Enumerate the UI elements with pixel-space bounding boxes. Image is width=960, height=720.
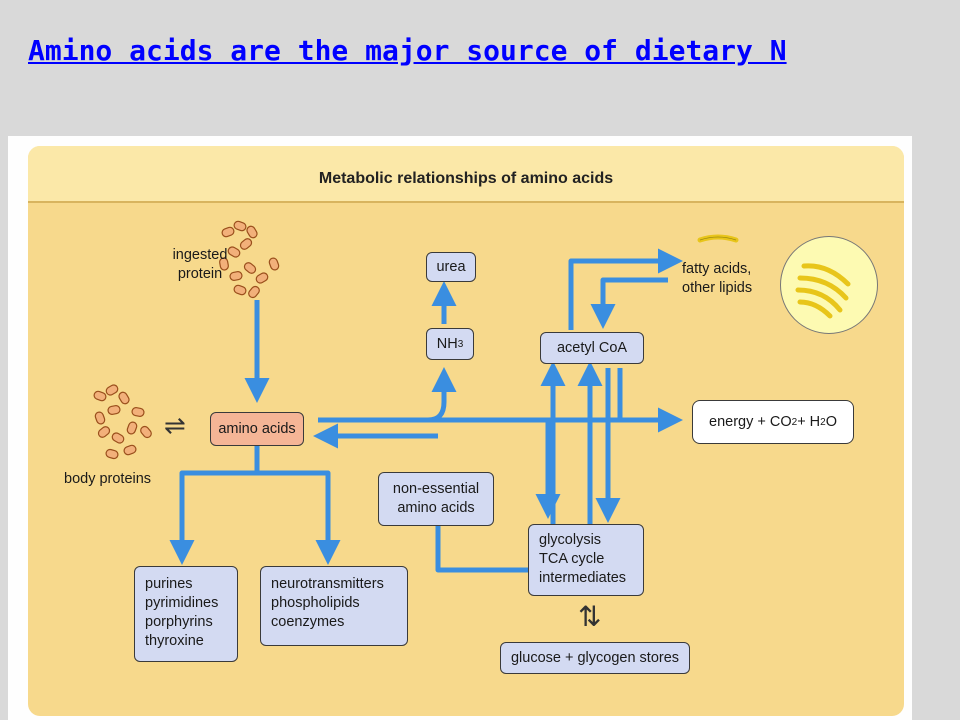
purines-line3: porphyrins bbox=[145, 614, 213, 630]
arrow-fatty-to-acetyl bbox=[590, 277, 668, 329]
urea-box: urea bbox=[426, 252, 476, 282]
acetyl-coa-box: acetyl CoA bbox=[540, 332, 644, 364]
figure-title: Metabolic relationships of amino acids bbox=[318, 170, 614, 187]
purines-line2: pyrimidines bbox=[145, 595, 219, 611]
glucose-box: glucose + glycogen stores bbox=[500, 642, 690, 674]
energy-sub1: 2 bbox=[791, 416, 798, 428]
body-proteins-label: body proteins bbox=[64, 471, 152, 487]
non-essential-line2: amino acids bbox=[397, 500, 475, 516]
protein-chain-icon-body bbox=[93, 384, 152, 460]
ingested-protein-label: ingested protein bbox=[168, 246, 232, 284]
energy-text-b: + H bbox=[797, 413, 821, 430]
fatty-acids-line1: fatty acids, bbox=[682, 261, 752, 277]
figure-header: Metabolic relationships of amino acids bbox=[28, 146, 904, 203]
equilibrium-symbol: ⇌ bbox=[164, 410, 186, 440]
arrow-network bbox=[93, 220, 851, 573]
purines-line1: purines bbox=[145, 576, 193, 592]
slide-title: Amino acids are the major source of diet… bbox=[28, 34, 787, 67]
neuro-line2: phospholipids bbox=[271, 595, 360, 611]
arrow-amino-to-purines bbox=[169, 470, 257, 565]
figure: Metabolic relationships of amino acids bbox=[8, 136, 912, 720]
protein-chain-icon bbox=[219, 220, 280, 299]
ingested-protein-line2: protein bbox=[177, 266, 223, 282]
ingested-protein-line1: ingested bbox=[172, 247, 228, 263]
arrow-nonessential-to-amino bbox=[318, 436, 528, 573]
glycolysis-line1: glycolysis bbox=[539, 532, 602, 548]
amino-acids-box: amino acids bbox=[210, 412, 304, 446]
nh3-base: NH bbox=[436, 335, 458, 352]
glycolysis-box: glycolysis TCA cycle intermediates bbox=[528, 524, 644, 596]
glycolysis-line2: TCA cycle bbox=[539, 551, 605, 567]
neuro-line1: neurotransmitters bbox=[271, 576, 384, 592]
purines-box: purines pyrimidines porphyrins thyroxine bbox=[134, 566, 238, 662]
arrow-amino-down bbox=[254, 444, 341, 565]
nh3-sub: 3 bbox=[457, 338, 464, 350]
energy-sub2: 2 bbox=[820, 416, 826, 428]
arrow-amino-to-nh3 bbox=[318, 367, 457, 423]
purines-line4: thyroxine bbox=[145, 633, 204, 649]
energy-text-c: O bbox=[825, 413, 837, 430]
non-essential-box: non-essential amino acids bbox=[378, 472, 494, 526]
reversible-symbol: ⇅ bbox=[578, 601, 602, 632]
glycolysis-line3: intermediates bbox=[539, 570, 627, 586]
lipid-droplet bbox=[780, 236, 878, 334]
neuro-line3: coenzymes bbox=[271, 614, 345, 630]
fatty-acids-line2: other lipids bbox=[682, 280, 753, 296]
energy-text-a: energy + CO bbox=[709, 413, 792, 430]
arrow-acetyl-to-fatty bbox=[568, 248, 683, 330]
non-essential-line1: non-essential bbox=[392, 481, 480, 497]
neuro-box: neurotransmitters phospholipids coenzyme… bbox=[260, 566, 408, 646]
fatty-acids-label: fatty acids, other lipids bbox=[682, 260, 752, 298]
